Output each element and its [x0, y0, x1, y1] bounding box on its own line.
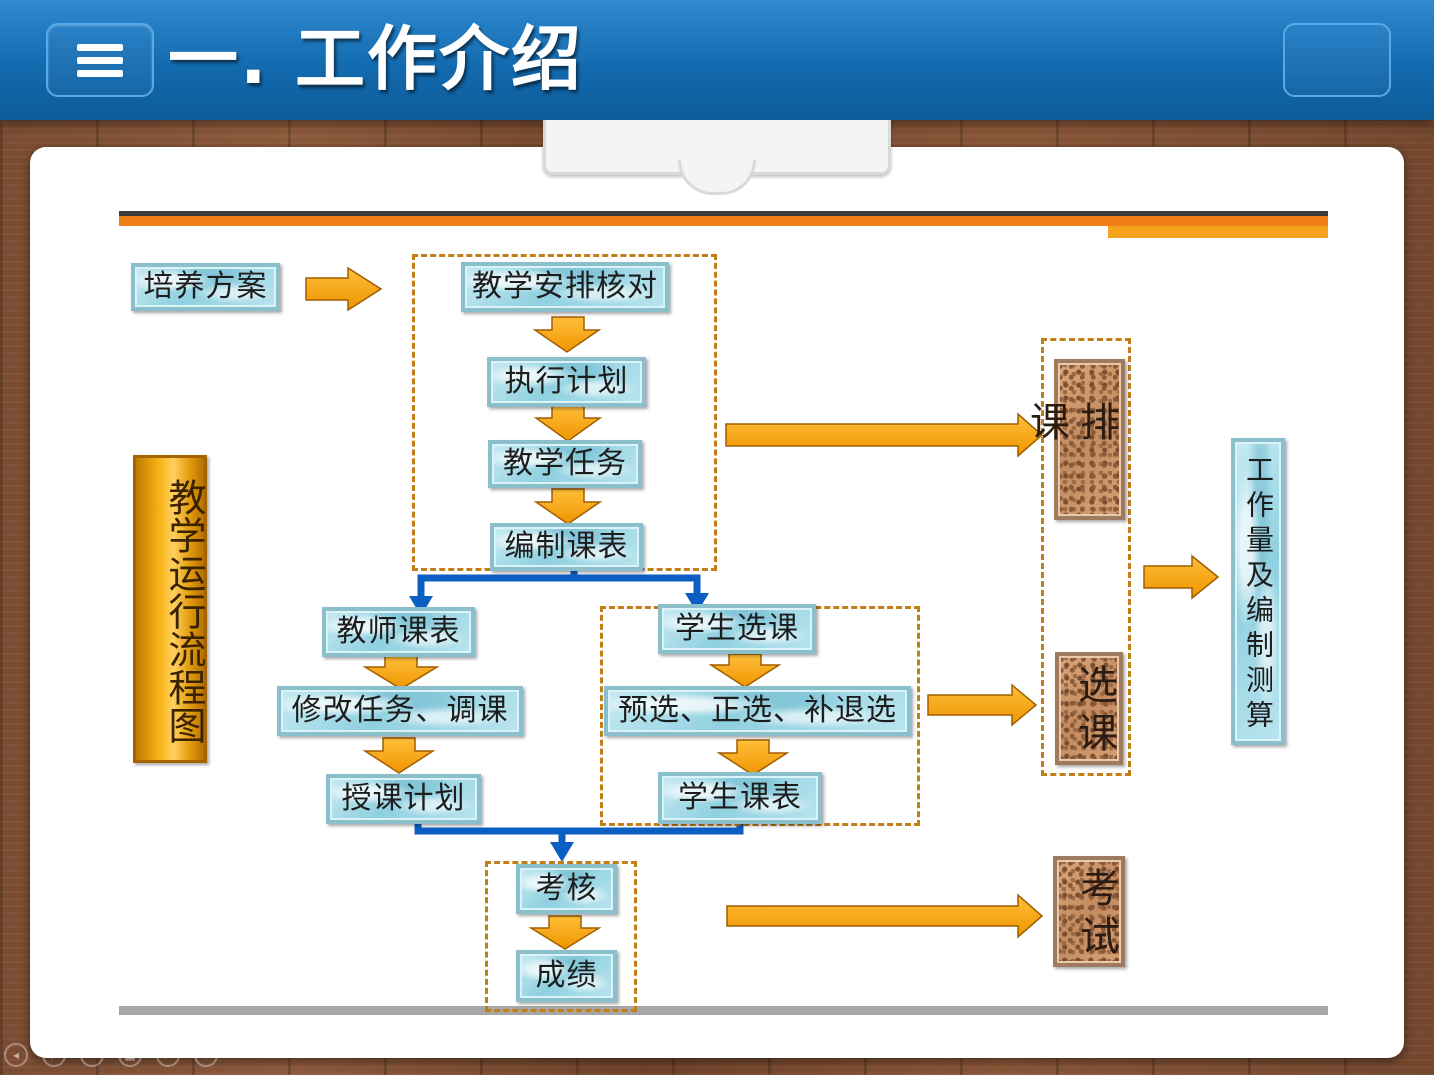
- next-icon[interactable]: ▸: [42, 1043, 66, 1067]
- node-training-plan: 培养方案: [131, 263, 280, 311]
- slide-title: 一. 工作介绍: [168, 18, 583, 100]
- node-course-selection: 选课: [1055, 652, 1123, 765]
- slides-icon[interactable]: ▦: [118, 1043, 142, 1067]
- node-lesson-plan: 授课计划: [326, 774, 481, 824]
- node-assessment: 考核: [516, 864, 617, 914]
- node-arrangement-check: 教学安排核对: [461, 262, 669, 312]
- node-teacher-timetable: 教师课表: [322, 607, 475, 657]
- menu-button[interactable]: [46, 23, 154, 97]
- top-rule-dark: [119, 211, 1328, 216]
- node-student-course-selection: 学生选课: [658, 604, 816, 654]
- hamburger-icon: [77, 44, 123, 51]
- group-outcomes: [1041, 338, 1131, 776]
- title-bar: 一. 工作介绍: [0, 0, 1434, 120]
- node-compile-timetable: 编制课表: [490, 523, 643, 571]
- node-workload-calculation: 工作量及编制测算: [1231, 438, 1285, 745]
- node-modify-task: 修改任务、调课: [277, 686, 523, 736]
- more-icon[interactable]: ⋯: [194, 1043, 218, 1067]
- bottom-rule: [119, 1006, 1328, 1015]
- top-rule-orange: [119, 216, 1328, 226]
- node-flowchart-label: 教学运行流程图: [133, 455, 207, 763]
- pen-icon[interactable]: ✎: [80, 1043, 104, 1067]
- options-button[interactable]: [1283, 23, 1391, 97]
- node-teaching-task: 教学任务: [488, 440, 642, 488]
- node-scheduling: 排课: [1023, 359, 1125, 520]
- group-assessment: [485, 861, 637, 1012]
- zoom-icon[interactable]: ⌕: [156, 1043, 180, 1067]
- node-exam: 考试: [1053, 856, 1125, 967]
- node-student-timetable: 学生课表: [658, 772, 822, 824]
- node-execution-plan: 执行计划: [487, 357, 646, 407]
- node-selection-rounds: 预选、正选、补退选: [604, 686, 911, 736]
- prev-icon[interactable]: ◂: [4, 1043, 28, 1067]
- top-rule-accent: [1108, 226, 1328, 238]
- node-grades: 成绩: [516, 950, 617, 1002]
